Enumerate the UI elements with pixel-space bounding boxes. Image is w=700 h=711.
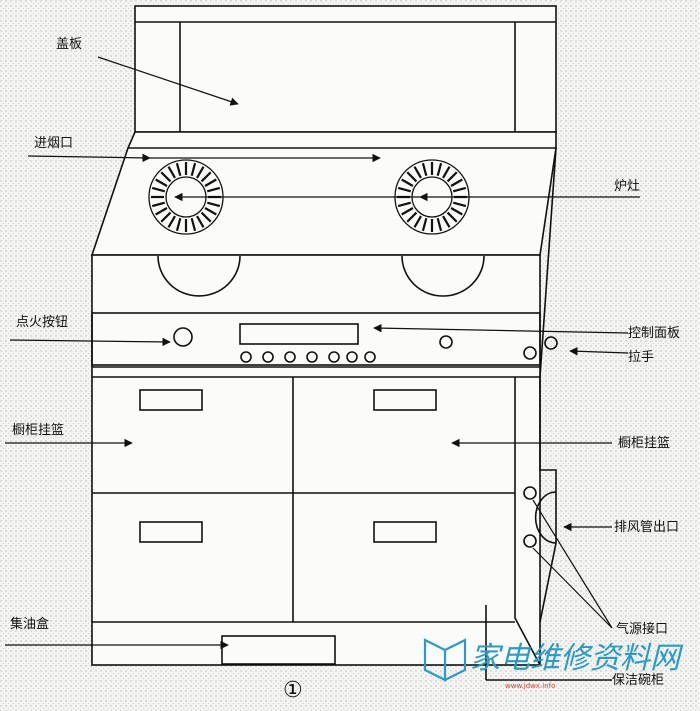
burner-rib [175,217,182,232]
arrow-cover [97,56,239,106]
gas-port-lower [523,534,537,548]
burner-rib [442,166,451,179]
burner-rib [196,215,205,228]
igniter-knob [173,327,193,347]
burner-rib [450,178,463,187]
cutout-right [401,255,485,297]
cutout-left [157,255,241,297]
burner-rib [151,186,166,193]
burner-rib [452,186,467,193]
side-back-edge [539,147,557,378]
control-button-7 [364,351,376,363]
watermark-sub: www.jdwx.info [505,682,555,690]
burner-rib [155,207,168,216]
appliance-outline [90,5,612,681]
watermark: 家电维修资料网 www.jdwx.info [423,638,684,690]
label-cover: 盖板 [56,37,82,52]
burner-rib [397,201,412,208]
burner-rib [397,186,412,193]
burner-rib [413,166,422,179]
label-handle: 拉手 [628,350,654,365]
arrow-gas-inlet-1 [532,499,613,629]
control-knob [439,335,453,349]
burner-rib [421,162,428,177]
burner-rib [200,211,212,223]
watermark-book-icon [423,638,467,682]
control-button-6 [346,351,358,363]
arrow-gas-inlet-2 [532,547,613,629]
label-control-panel: 控制面板 [628,326,680,341]
burner-rib [442,215,451,228]
burner-rib [200,171,212,183]
burner-rib [406,171,418,183]
drawer-handle-top-right [373,389,437,411]
control-button-4 [306,351,318,363]
burner-rib [436,162,443,177]
handle-knob-2 [544,336,558,350]
burner-rib [450,207,463,216]
burner-rib [204,207,217,216]
burner-rib [446,171,458,183]
burner-rib [421,217,428,232]
burner-rib [406,211,418,223]
figure-number: ① [283,678,303,703]
drawer-handle-bottom-right [373,521,437,543]
burner-rib [175,162,182,177]
burner-rib [155,178,168,187]
watermark-text: 家电维修资料网 [470,641,684,676]
gas-port-upper [523,486,537,500]
label-smoke-inlet: 进烟口 [34,136,73,151]
control-panel-box [91,312,541,366]
burner-rib [204,178,217,187]
label-exhaust-outlet: 排风管出口 [614,520,679,535]
control-button-2 [262,351,274,363]
handle-knob-1 [523,346,537,360]
exhaust-arc [534,491,557,544]
control-display [239,323,359,345]
burner-rib [413,215,422,228]
oil-box [221,635,336,665]
burner-rib [190,217,197,232]
side-panel [539,377,557,623]
drawer-handle-top-left [139,389,203,411]
burner-rib [446,211,458,223]
cover-frame [134,5,557,133]
side-column-edge [514,377,541,666]
burner-rib [452,201,467,208]
burner-rib [160,171,172,183]
label-igniter: 点火按钮 [16,315,68,330]
arrow-handle [569,347,629,356]
burner-rib [401,207,414,216]
burner-rib [167,215,176,228]
label-drawer-left: 橱柜挂篮 [12,423,64,438]
arrow-smoke-inlet-1 [27,153,151,163]
burner-rib [436,217,443,232]
label-cabinet: 保洁碗柜 [612,672,664,688]
burner-rib [196,166,205,179]
burner-rib [167,166,176,179]
drawer-handle-bottom-left [139,521,203,543]
control-button-1 [240,351,252,363]
label-drawer-right: 橱柜挂篮 [618,436,670,451]
label-oil-box: 集油盒 [10,616,49,632]
label-burner: 炉灶 [614,179,640,194]
main-body [91,254,541,666]
label-gas-inlet: 气源接口 [616,621,668,637]
arrow-igniter [9,337,171,347]
burner-rib [160,211,172,223]
burner-rib [206,201,221,208]
arrow-control-panel [373,323,629,334]
leader-lines [5,56,640,650]
burner-rib [401,178,414,187]
control-button-3 [284,351,296,363]
burner-rib [190,162,197,177]
burner-rib [151,201,166,208]
burner-rib [206,186,221,193]
control-button-5 [328,351,340,363]
